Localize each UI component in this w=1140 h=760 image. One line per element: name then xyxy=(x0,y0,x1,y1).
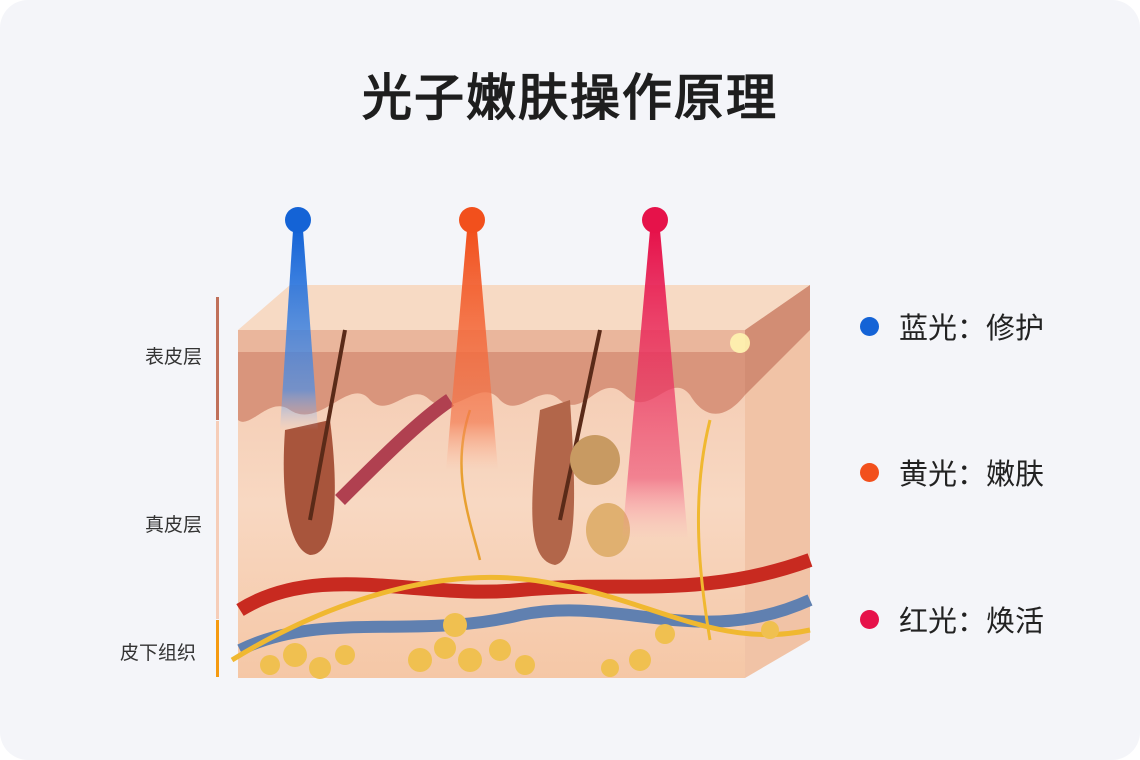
vein xyxy=(237,594,813,656)
sebaceous-gland xyxy=(570,435,620,485)
yellow-light-emitter xyxy=(459,207,485,233)
blue-light-beam xyxy=(280,230,318,430)
layer-label-dermis: 真皮层 xyxy=(144,514,202,536)
fat-cells xyxy=(260,613,779,679)
layer-label-subcutaneous: 皮下组织 xyxy=(119,642,196,664)
blue-dot-icon xyxy=(860,316,879,336)
red-dot-icon xyxy=(860,609,879,629)
orange-dot-icon xyxy=(860,462,879,482)
legend-label: 红光：焕活 xyxy=(899,604,1045,638)
legend-yellow-light: 黄光：嫩肤 xyxy=(860,451,1044,493)
artery xyxy=(236,553,813,616)
epidermis-layer xyxy=(238,330,745,422)
yellow-light-beam xyxy=(446,230,498,470)
hair-follicle xyxy=(532,400,575,565)
layer-label-epidermis: 表皮层 xyxy=(144,346,202,368)
legend-label: 黄光：嫩肤 xyxy=(899,457,1045,491)
subcutaneous-bracket xyxy=(216,620,219,677)
page-title: 光子嫩肤操作原理 xyxy=(362,69,778,127)
red-light-beam xyxy=(622,230,688,540)
epidermis-bracket xyxy=(216,297,219,420)
red-light-emitter xyxy=(642,207,668,233)
dermis-bracket xyxy=(216,421,219,619)
legend-blue-light: 蓝光：修护 xyxy=(860,305,1044,347)
nerve xyxy=(230,574,811,663)
legend-label: 蓝光：修护 xyxy=(899,311,1045,345)
blue-light-emitter xyxy=(285,207,311,233)
legend-red-light: 红光：焕活 xyxy=(860,598,1044,640)
skin-top-face xyxy=(238,285,810,330)
